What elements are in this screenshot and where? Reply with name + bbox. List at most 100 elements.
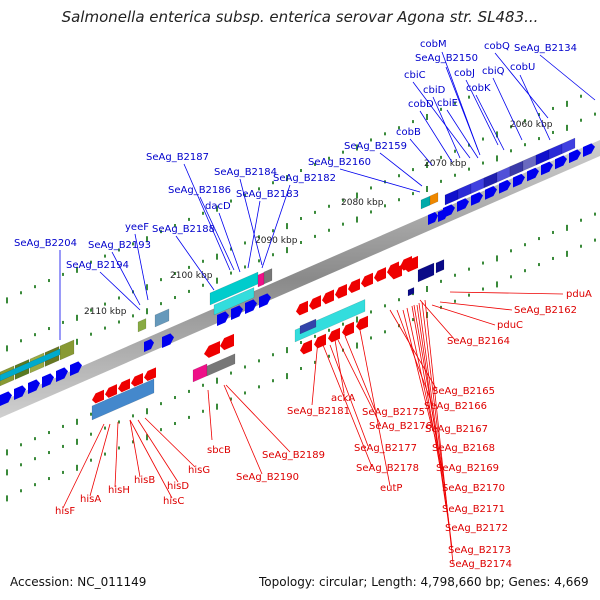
gene-label[interactable]: cbiQ <box>482 66 505 77</box>
gene-label[interactable]: SeAg_B2184 <box>214 167 277 178</box>
gene-label[interactable]: SeAg_B2150 <box>415 53 478 64</box>
tick-mark <box>300 217 302 220</box>
gene-label[interactable]: SeAg_B2177 <box>354 443 417 454</box>
tick-mark <box>426 185 428 192</box>
tick-mark <box>314 334 316 338</box>
tick-mark <box>272 253 274 257</box>
tick-mark <box>552 106 554 110</box>
tick-mark <box>272 379 274 383</box>
tick-mark <box>580 94 582 98</box>
gene-label[interactable]: hisA <box>80 494 101 505</box>
gene-label[interactable]: SeAg_B2204 <box>14 238 77 249</box>
tick-mark <box>146 308 148 315</box>
tick-mark <box>146 236 148 243</box>
gene-label[interactable]: SeAg_B2178 <box>356 463 419 474</box>
gene-label[interactable]: SeAg_B2170 <box>442 483 505 494</box>
leader-line <box>261 184 291 269</box>
kbp-label: 2110 kbp <box>84 307 127 317</box>
tick-mark <box>300 169 302 172</box>
forward-arrow <box>541 161 553 176</box>
gene-label[interactable]: SeAg_B2172 <box>445 523 508 534</box>
gene-label[interactable]: hisG <box>188 465 210 476</box>
tick-mark <box>328 204 330 208</box>
gene-label[interactable]: SeAg_B2167 <box>425 424 488 435</box>
gene-label[interactable]: SeAg_B2187 <box>146 152 209 163</box>
tick-mark <box>160 278 162 282</box>
tick-mark <box>370 138 372 142</box>
leader-line <box>223 384 263 475</box>
gene-label[interactable]: pduA <box>566 289 592 300</box>
gene-label[interactable]: SeAg_B2189 <box>262 450 325 461</box>
gene-label[interactable]: cobQ <box>484 41 510 52</box>
gene-label[interactable]: cbiC <box>404 70 426 81</box>
gene-label[interactable]: hisF <box>55 506 75 517</box>
gene-label[interactable]: pduC <box>497 320 523 331</box>
gene-label[interactable]: SeAg_B2162 <box>514 305 577 316</box>
tick-mark <box>20 291 22 295</box>
gene-block <box>483 171 498 189</box>
tick-mark <box>188 389 190 393</box>
tick-mark <box>104 302 106 306</box>
gene-label[interactable]: SeAg_B2173 <box>448 545 511 556</box>
gene-label[interactable]: SeAg_B2186 <box>168 185 231 196</box>
gene-label[interactable]: hisB <box>134 475 155 486</box>
tick-mark <box>146 434 148 441</box>
gene-label[interactable]: hisC <box>163 496 184 507</box>
gene-label[interactable]: SeAg_B2194 <box>66 260 129 271</box>
kbp-label: 2090 kbp <box>255 236 298 246</box>
gene-label[interactable]: cobD <box>408 99 434 110</box>
gene-label[interactable]: SeAg_B2165 <box>432 386 495 397</box>
gene-label[interactable]: SeAg_B2175 <box>362 407 425 418</box>
leader-line <box>432 96 461 159</box>
gene-label[interactable]: SeAg_B2174 <box>449 559 512 570</box>
gene-label[interactable]: SeAg_B2159 <box>344 141 407 152</box>
gene-label[interactable]: SeAg_B2183 <box>236 189 299 200</box>
forward-arrow <box>428 211 438 225</box>
gene-label[interactable]: cobK <box>466 83 491 94</box>
gene-label[interactable]: hisD <box>167 481 189 492</box>
gene-label[interactable]: sbcB <box>207 445 231 456</box>
tick-mark <box>328 228 330 232</box>
forward-arrow <box>162 333 174 348</box>
gene-block <box>435 259 445 274</box>
gene-label[interactable]: cbiD <box>423 85 446 96</box>
gene-label[interactable]: SeAg_B2176 <box>369 421 432 432</box>
tick-mark <box>412 318 414 322</box>
gene-label[interactable]: SeAg_B2171 <box>442 504 505 515</box>
gene-label[interactable]: SeAg_B2181 <box>287 406 350 417</box>
gene-label[interactable]: SeAg_B2168 <box>432 443 495 454</box>
reverse-arrow <box>374 267 386 282</box>
gene-label[interactable]: hisH <box>108 485 130 496</box>
gene-label[interactable]: SeAg_B2193 <box>88 240 151 251</box>
tick-mark <box>356 316 358 323</box>
gene-label[interactable]: cobM <box>420 39 447 50</box>
tick-mark <box>510 275 512 279</box>
gene-label[interactable]: SeAg_B2160 <box>308 157 371 168</box>
gene-label[interactable]: ackA <box>331 393 355 404</box>
gene-label[interactable]: SeAg_B2188 <box>152 224 215 235</box>
gene-block <box>535 149 550 166</box>
tick-mark <box>538 113 540 117</box>
gene-label[interactable]: SeAg_B2182 <box>273 173 336 184</box>
gene-label[interactable]: SeAg_B2190 <box>236 472 299 483</box>
gene-label[interactable]: SeAg_B2166 <box>424 401 487 412</box>
gene-label[interactable]: cobB <box>396 127 421 138</box>
tick-mark <box>76 464 78 471</box>
reverse-gene-labels: pduA SeAg_B2162 pduC SeAg_B2164 ackA SeA… <box>55 289 592 570</box>
gene-block <box>299 318 317 335</box>
gene-label[interactable]: cbiE <box>437 98 458 109</box>
gene-label[interactable]: cobU <box>510 62 535 73</box>
gene-label[interactable]: eutP <box>380 483 402 494</box>
gene-label[interactable]: cobJ <box>454 68 475 79</box>
tick-mark <box>440 107 442 111</box>
gene-label[interactable]: dacD <box>205 201 231 212</box>
gene-label[interactable]: SeAg_B2164 <box>447 336 510 347</box>
tick-mark <box>552 230 554 234</box>
kbp-label: 2070 kbp <box>424 159 467 169</box>
gene-label[interactable]: yeeF <box>125 222 149 233</box>
reverse-arrow <box>328 327 340 343</box>
gene-label[interactable]: SeAg_B2169 <box>436 463 499 474</box>
tick-mark <box>34 457 36 461</box>
tick-mark <box>6 449 8 456</box>
gene-label[interactable]: SeAg_B2134 <box>514 43 577 54</box>
